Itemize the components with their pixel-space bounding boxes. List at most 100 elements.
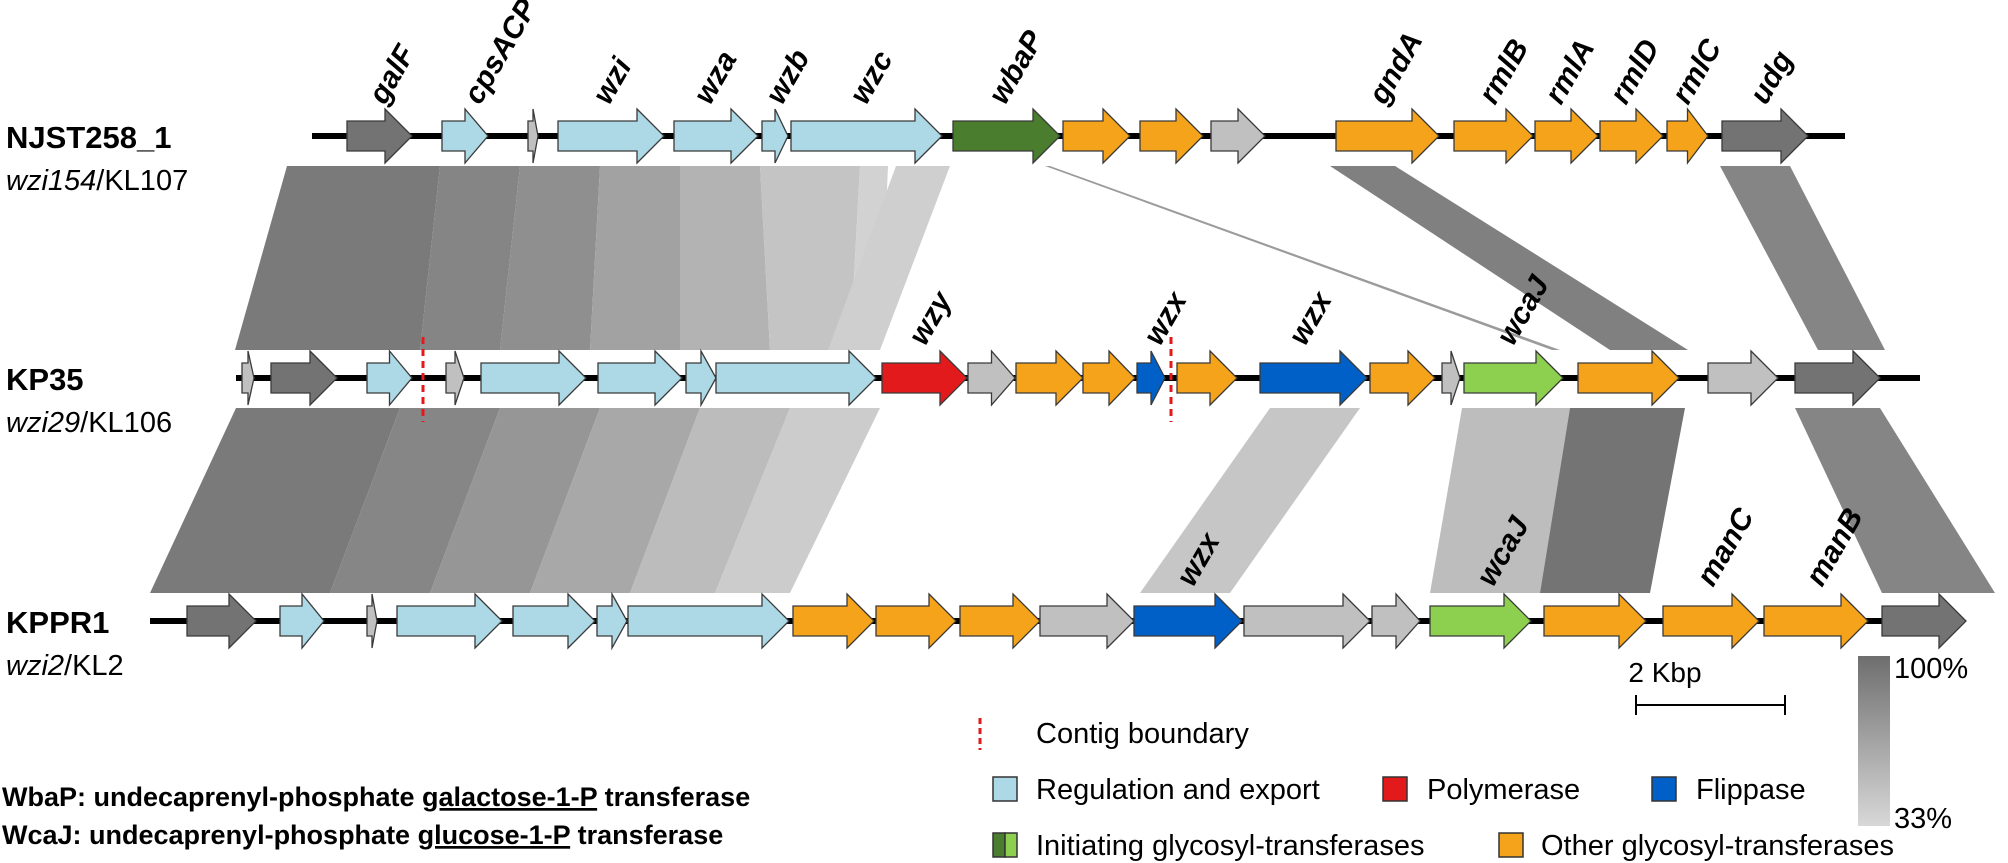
rmlD-arrow-top-14	[1599, 107, 1664, 165]
wzb-arrow-top-5	[761, 108, 789, 164]
gene-arrow-top-10	[1210, 107, 1266, 165]
band-top-middle-4	[680, 166, 770, 350]
gene-arrow-middle-10	[1015, 349, 1084, 407]
gene-arrow-bottom-3	[396, 592, 503, 650]
gene-label-top-5: wzb	[759, 44, 816, 110]
gene-label-middle-12: wzx	[1137, 285, 1194, 350]
wbaP-arrow-top-7	[952, 107, 1061, 165]
strain-type-bottom: wzi2/KL2	[6, 650, 124, 682]
band-top-middle-gnd	[1330, 166, 1688, 350]
gene-arrow-bottom-18	[1881, 592, 1967, 650]
wcaJ-arrow-middle-17	[1463, 349, 1564, 407]
gene-arrow-top-2	[527, 108, 539, 164]
wzx-arrow-middle-14	[1259, 349, 1368, 407]
gene-arrow-middle-0	[241, 350, 255, 406]
gene-arrow-bottom-7	[792, 592, 875, 650]
identity-gradient-bar	[1858, 656, 1890, 826]
manB-arrow-bottom-17	[1763, 592, 1869, 650]
identity-min-label: 33%	[1894, 803, 1952, 835]
strain-type-italic-top: wzi154	[6, 165, 96, 197]
legend-polymerase-label: Polymerase	[1427, 774, 1580, 806]
strain-name-middle: KP35	[6, 362, 84, 397]
gene-arrow-bottom-1	[279, 592, 325, 650]
definition-wcaj: WcaJ: undecaprenyl-phosphate glucose-1-P…	[2, 820, 723, 850]
gene-track-middle	[241, 348, 1881, 408]
strain-type-middle: wzi29/KL106	[6, 407, 172, 439]
similarity-bands	[150, 166, 1995, 593]
legend-flippase-swatch	[1651, 776, 1677, 802]
gene-arrow-middle-16	[1441, 350, 1461, 406]
legend-initiating-swatch-dark	[992, 832, 1006, 858]
gene-arrow-middle-20	[1794, 349, 1881, 407]
gene-arrow-middle-6	[685, 348, 717, 408]
gene-arrow-bottom-8	[875, 592, 957, 650]
band-top-middle-wbap	[1045, 166, 1560, 350]
gene-arrow-middle-11	[1082, 349, 1136, 407]
strain-name-top: NJST258_1	[6, 120, 171, 155]
wzy-arrow-middle-8	[881, 349, 968, 407]
gene-arrow-middle-18	[1577, 349, 1680, 407]
identity-scale: 100% 33%	[1858, 653, 1968, 835]
gene-label-top-6: wzc	[843, 45, 899, 109]
band-top-middle-1	[420, 166, 520, 350]
band-middle-bottom-4	[630, 408, 790, 593]
gene-label-top-7: wbaP	[982, 24, 1050, 109]
scale-bar-label: 2 Kbp	[1628, 657, 1701, 688]
gene-label-top-4: wza	[687, 45, 743, 109]
rmlA-arrow-top-13	[1534, 107, 1599, 165]
gene-arrow-bottom-9	[959, 592, 1041, 650]
definition-wbap-prefix: WbaP: undecaprenyl-phosphate	[2, 782, 422, 812]
wzx-arrow-bottom-11	[1133, 592, 1243, 650]
band-top-middle-2	[500, 166, 600, 350]
wzc-arrow-top-6	[790, 107, 943, 165]
definition-wbap-underlined: galactose-1-P	[422, 782, 598, 812]
strain-type-italic-middle: wzi29	[6, 407, 80, 439]
manC-arrow-bottom-16	[1662, 592, 1760, 650]
gene-arrow-middle-19	[1707, 349, 1779, 407]
gene-label-top-14: rmlD	[1603, 34, 1666, 110]
band-middle-bottom-wzx	[1140, 408, 1360, 593]
legend-other-swatch	[1498, 832, 1524, 858]
band-top-middle-3	[590, 166, 680, 350]
definition-wbap: WbaP: undecaprenyl-phosphate galactose-1…	[2, 782, 750, 812]
gene-label-top-1: cpsACP	[457, 0, 544, 109]
gene-arrow-bottom-15	[1543, 592, 1647, 650]
band-middle-bottom-gt	[1540, 408, 1685, 593]
gene-arrow-bottom-13	[1371, 592, 1421, 650]
band-middle-bottom-2	[430, 408, 600, 593]
band-middle-bottom-1	[330, 408, 500, 593]
gene-arrow-middle-2	[366, 349, 413, 407]
band-middle-bottom-wcaj	[1430, 408, 1570, 593]
definition-wcaj-suffix: transferase	[570, 820, 723, 850]
wzi-arrow-top-3	[557, 107, 665, 165]
gene-arrow-bottom-0	[186, 592, 257, 650]
gene-arrow-bottom-2	[366, 593, 378, 649]
gene-arrow-middle-7	[715, 349, 877, 407]
definition-wcaj-underlined: glucose-1-P	[418, 820, 571, 850]
gene-label-top-16: udg	[1743, 45, 1799, 109]
band-middle-bottom-3	[530, 408, 700, 593]
gene-label-top-12: rmlB	[1472, 34, 1535, 110]
gene-label-top-15: rmlC	[1665, 33, 1728, 110]
gene-arrow-middle-3	[445, 350, 465, 406]
gene-label-bottom-17: manB	[1799, 503, 1869, 592]
gene-arrow-top-8	[1062, 107, 1131, 165]
gene-arrow-middle-9	[967, 349, 1016, 407]
gene-arrow-bottom-12	[1243, 592, 1371, 650]
gene-arrow-bottom-10	[1039, 592, 1135, 650]
definition-wbap-suffix: transferase	[597, 782, 750, 812]
gene-label-top-3: wzi	[586, 52, 638, 109]
gene-label-middle-8: wzy	[902, 285, 959, 350]
band-middle-bottom-0	[150, 408, 400, 593]
gene-label-top-13: rmlA	[1538, 34, 1601, 110]
strain-name-bottom: KPPR1	[6, 605, 109, 640]
band-top-middle-udg	[1720, 166, 1885, 350]
definition-wcaj-prefix: WcaJ: undecaprenyl-phosphate	[2, 820, 418, 850]
gene-label-bottom-16: manC	[1690, 502, 1761, 592]
wzx-arrow-middle-12	[1136, 350, 1166, 406]
scale-bar: 2 Kbp	[1628, 657, 1786, 715]
gene-track-top	[346, 107, 1809, 165]
gene-label-middle-14: wzx	[1282, 285, 1339, 350]
